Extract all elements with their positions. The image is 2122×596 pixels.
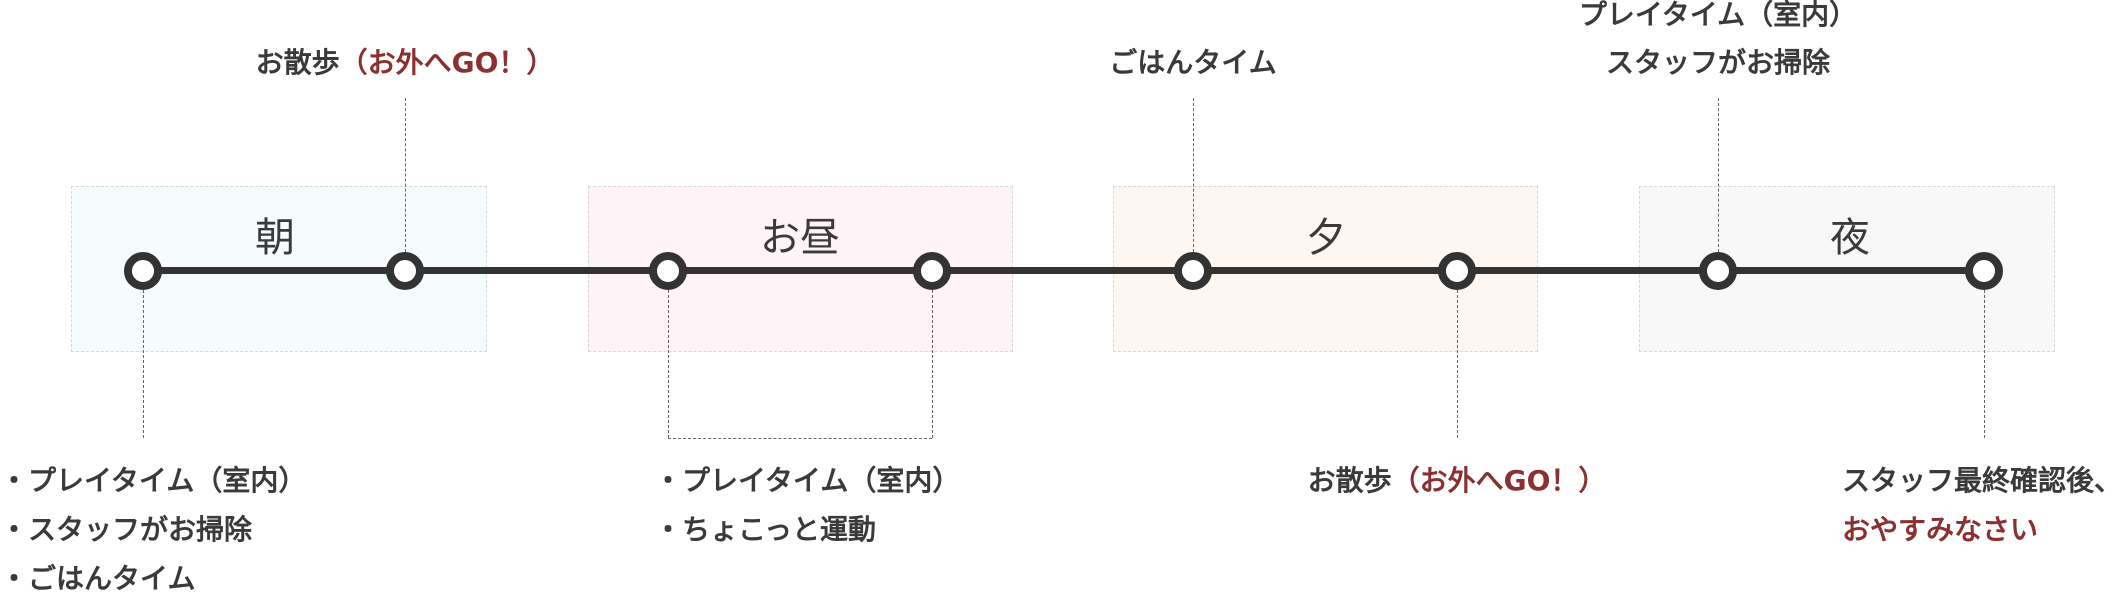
caption-morning-list-1: ・プレイタイム（室内） [0,464,307,497]
caption-morning-list-3: ・ごはんタイム [0,562,196,595]
timeline-node-noon-1 [649,252,687,290]
caption-walk-morning-main: お散歩 [255,46,340,79]
timeline-line [140,267,1984,274]
caption-dinner: ごはんタイム [1109,46,1277,79]
band-label-evening: 夕 [1306,215,1346,261]
caption-noon-list-2: ・ちょこっと運動 [654,513,877,546]
caption-walk-evening: お散歩（お外へGO！） [1308,464,1607,498]
timeline-node-noon-2 [913,252,951,290]
connector-walk-evening [1457,290,1458,438]
caption-walk-morning-accent: （お外へGO！） [339,46,555,79]
band-label-morning: 朝 [255,215,295,261]
connector-dinner [1193,98,1194,252]
caption-night-line-2: スタッフがお掃除 [1605,46,1831,79]
band-label-night: 夜 [1830,215,1870,261]
timeline-node-morning-2 [386,252,424,290]
caption-final-line-2: おやすみなさい [1842,513,2039,546]
caption-walk-evening-accent: （お外へGO！） [1391,464,1607,497]
connector-noon-left [668,290,669,438]
connector-walk-morning [405,98,406,252]
connector-morning-list [143,290,144,438]
caption-noon-list-1: ・プレイタイム（室内） [654,464,961,497]
caption-walk-morning: お散歩（お外へGO！） [256,46,555,80]
caption-morning-list-2: ・スタッフがお掃除 [0,513,253,546]
caption-walk-evening-main: お散歩 [1307,464,1392,497]
connector-noon-bracket [668,438,932,439]
caption-final-line-1: スタッフ最終確認後、 [1842,464,2122,497]
timeline-node-night-1 [1699,252,1737,290]
band-label-noon: お昼 [760,215,840,261]
connector-night [1718,98,1719,252]
timeline-node-evening-1 [1174,252,1212,290]
timeline-node-evening-2 [1438,252,1476,290]
caption-night-line-1: プレイタイム（室内） [1578,0,1858,31]
timeline-node-night-2 [1965,252,2003,290]
connector-noon-right [932,290,933,438]
timeline-node-morning-1 [124,252,162,290]
connector-final [1984,290,1985,438]
